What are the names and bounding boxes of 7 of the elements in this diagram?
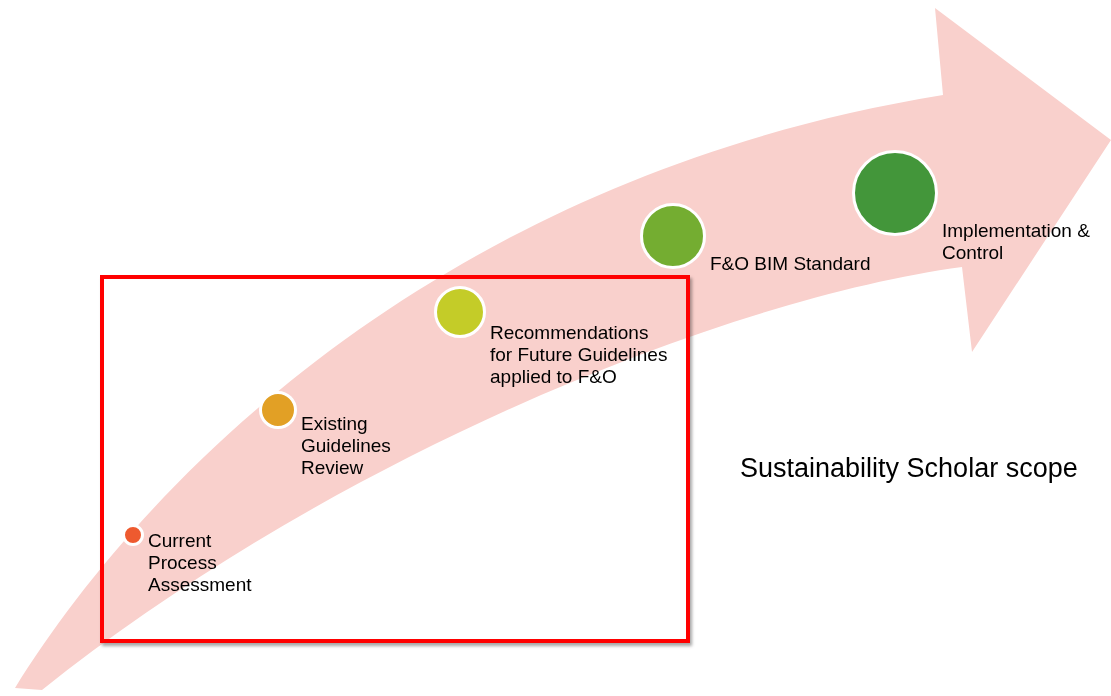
milestone-label: Existing Guidelines Review xyxy=(301,413,392,479)
milestone-label: Current Process Assessment xyxy=(148,530,253,596)
milestone-label: Implementation & Control xyxy=(942,220,1091,264)
milestone-label: F&O BIM Standard xyxy=(710,253,872,275)
scope-label: Sustainability Scholar scope xyxy=(740,452,1078,484)
milestone-label: Recommendations for Future Guidelines applied to F&O xyxy=(490,322,668,388)
scope-box xyxy=(100,275,690,643)
